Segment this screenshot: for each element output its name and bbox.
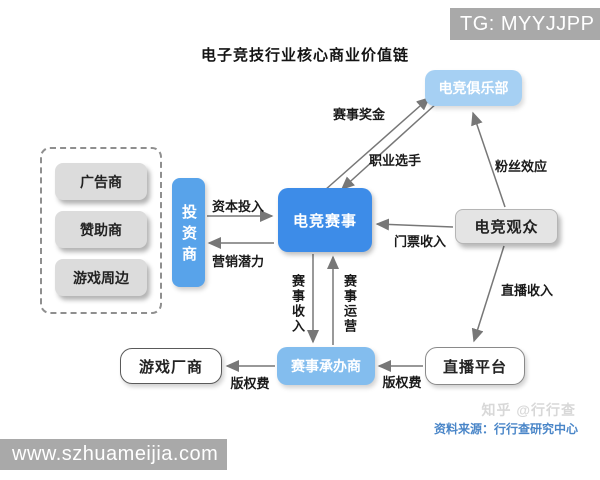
tg-watermark-badge: TG: MYYJJPP xyxy=(450,8,600,40)
edge-label-stream-income: 直播收入 xyxy=(500,283,553,298)
arrow-pro-players xyxy=(340,102,438,191)
node-esports-audience: 电竞观众 xyxy=(455,209,558,244)
node-sponsor: 赞助商 xyxy=(55,211,147,248)
supplier-group-frame xyxy=(40,147,162,314)
data-source-note: 资料来源：行行查研究中心 xyxy=(433,422,578,436)
edge-label-pro-players: 职业选手 xyxy=(368,153,421,168)
website-watermark-badge: www.szhuameijia.com xyxy=(0,439,227,470)
node-advertiser: 广告商 xyxy=(55,163,147,200)
node-esports-club: 电竞俱乐部 xyxy=(425,70,522,106)
edge-label-event-income: 赛事收入 xyxy=(290,274,305,334)
edge-label-license-fee-left: 版权费 xyxy=(230,376,270,391)
edge-label-capital-investment: 资本投入 xyxy=(211,199,264,214)
arrow-stream-income xyxy=(471,245,505,343)
arrow-fan-effect xyxy=(471,111,506,208)
edge-label-marketing-potential: 营销潜力 xyxy=(211,254,264,269)
arrow-ticket-income xyxy=(375,218,454,231)
edge-label-ticket-income: 门票收入 xyxy=(393,234,446,249)
node-event-organizer: 赛事承办商 xyxy=(277,347,375,385)
edge-label-license-fee-right: 版权费 xyxy=(382,375,422,390)
node-game-manufacturer: 游戏厂商 xyxy=(120,348,222,384)
edge-label-event-operation: 赛事运营 xyxy=(342,274,357,334)
edge-label-fan-effect: 粉丝效应 xyxy=(494,159,547,174)
diagram-title: 电子竞技行业核心商业价值链 xyxy=(200,47,409,64)
zhihu-watermark: 知乎 @行行查 xyxy=(481,402,576,418)
arrow-prize-money xyxy=(324,97,431,191)
node-investor: 投资商 xyxy=(172,178,205,287)
node-esports-event: 电竞赛事 xyxy=(278,188,372,252)
edge-label-prize-money: 赛事奖金 xyxy=(332,107,385,122)
node-game-merchandise: 游戏周边 xyxy=(55,259,147,296)
node-streaming-platform: 直播平台 xyxy=(425,347,525,385)
